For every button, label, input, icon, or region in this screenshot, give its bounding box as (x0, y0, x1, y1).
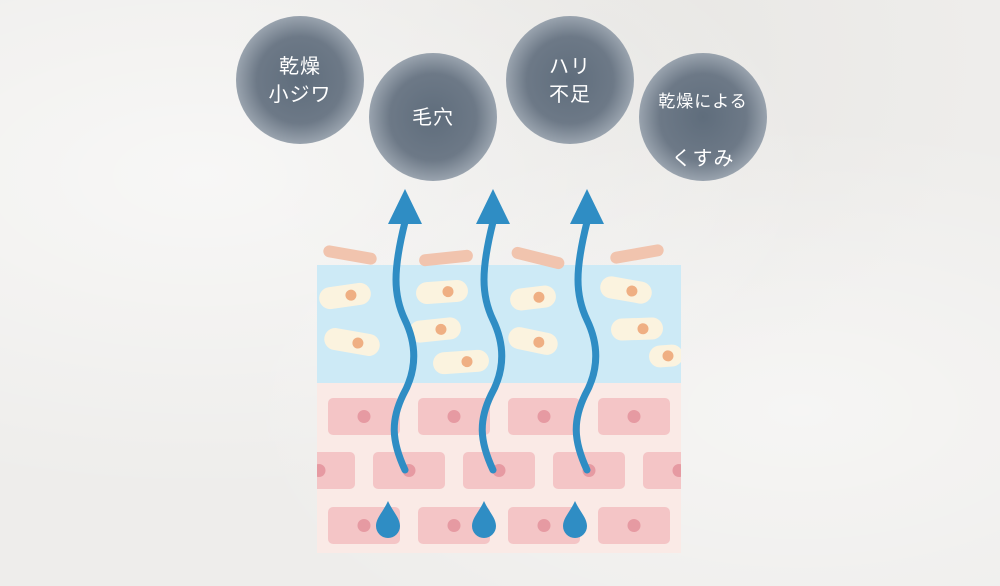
corneocyte (510, 285, 556, 311)
concern-label-dullness: 乾燥による くすみ (658, 60, 748, 174)
corneocyte (433, 349, 489, 375)
concern-label-dullness-line2: くすみ (671, 146, 735, 170)
corneocyte (600, 276, 652, 304)
corneocyte (611, 317, 663, 341)
dermis-cell-nucleus (627, 519, 641, 532)
corneocyte-body (611, 317, 663, 341)
corneocyte (324, 328, 380, 356)
surface-flake-body (419, 249, 473, 267)
moisture-arrow-head (476, 189, 510, 224)
corneocyte (508, 327, 558, 355)
concern-label-dullness-line1: 乾燥による (658, 92, 748, 112)
dermis-cell-nucleus (447, 519, 461, 532)
concern-bubble-dullness: 乾燥による くすみ (639, 53, 767, 181)
dermis-cell-nucleus (492, 464, 506, 477)
surface-flake (323, 245, 377, 265)
water-drop (563, 501, 587, 538)
dermis-cell-nucleus (627, 410, 641, 423)
corneocyte-body (324, 328, 380, 356)
surface-flake (610, 244, 664, 264)
corneocyte-nucleus (352, 337, 364, 349)
corneocyte-nucleus (533, 291, 545, 303)
surface-flake (511, 246, 565, 270)
corneocyte-nucleus (461, 356, 473, 368)
moisture-arrow-head (388, 189, 422, 224)
corneocyte (409, 317, 461, 343)
dermis-cell-nucleus (447, 410, 461, 423)
concern-bubble-dry-wrinkles: 乾燥 小ジワ (236, 16, 364, 144)
surface-flake-body (511, 246, 565, 270)
dermis-cell-nucleus (317, 464, 326, 477)
corneocyte (416, 279, 468, 305)
corneocyte-nucleus (662, 350, 674, 362)
surface-flake-body (323, 245, 377, 265)
corneocyte-nucleus (345, 289, 357, 301)
corneocyte-nucleus (533, 336, 545, 348)
dermis-cell-nucleus (357, 519, 371, 532)
dermis-cell-nucleus (537, 519, 551, 532)
moisture-arrow-shaft (572, 218, 600, 474)
water-drop (472, 501, 496, 538)
corneocyte-body (433, 349, 489, 375)
water-drop (376, 501, 400, 538)
concern-bubble-firmness: ハリ 不足 (506, 16, 634, 144)
corneocyte-body (510, 285, 556, 311)
moisture-arrow-shaft (390, 218, 418, 474)
dermis-cell (643, 452, 681, 489)
moisture-arrow-shaft (478, 218, 506, 474)
corneocytes (319, 276, 681, 375)
dermis-cell (317, 452, 355, 489)
corneocyte-body (319, 282, 371, 310)
corneocyte (319, 282, 371, 310)
dermis-cell-nucleus (357, 410, 371, 423)
dermis-cell-nucleus (537, 410, 551, 423)
concern-label-dry-wrinkles: 乾燥 小ジワ (268, 54, 332, 106)
surface-flake (419, 249, 473, 267)
corneocyte-body (508, 327, 558, 355)
surface-flakes (323, 244, 664, 270)
corneocyte-body (600, 276, 652, 304)
concern-label-firmness: ハリ 不足 (549, 54, 591, 106)
corneocyte-body (409, 317, 461, 343)
corneocyte-body (416, 279, 468, 305)
concern-label-pores: 毛穴 (412, 105, 454, 129)
corneocyte-nucleus (442, 286, 454, 298)
corneocyte (649, 344, 681, 368)
corneocyte-nucleus (626, 285, 638, 297)
moisture-evaporation-arrows (388, 189, 604, 474)
corneocyte-nucleus (637, 323, 649, 335)
dermis-cell-nucleus (672, 464, 681, 477)
corneocyte-nucleus (435, 323, 447, 335)
moisture-arrow-head (570, 189, 604, 224)
surface-flake-body (610, 244, 664, 264)
concern-bubble-pores: 毛穴 (369, 53, 497, 181)
water-drops (376, 501, 587, 538)
